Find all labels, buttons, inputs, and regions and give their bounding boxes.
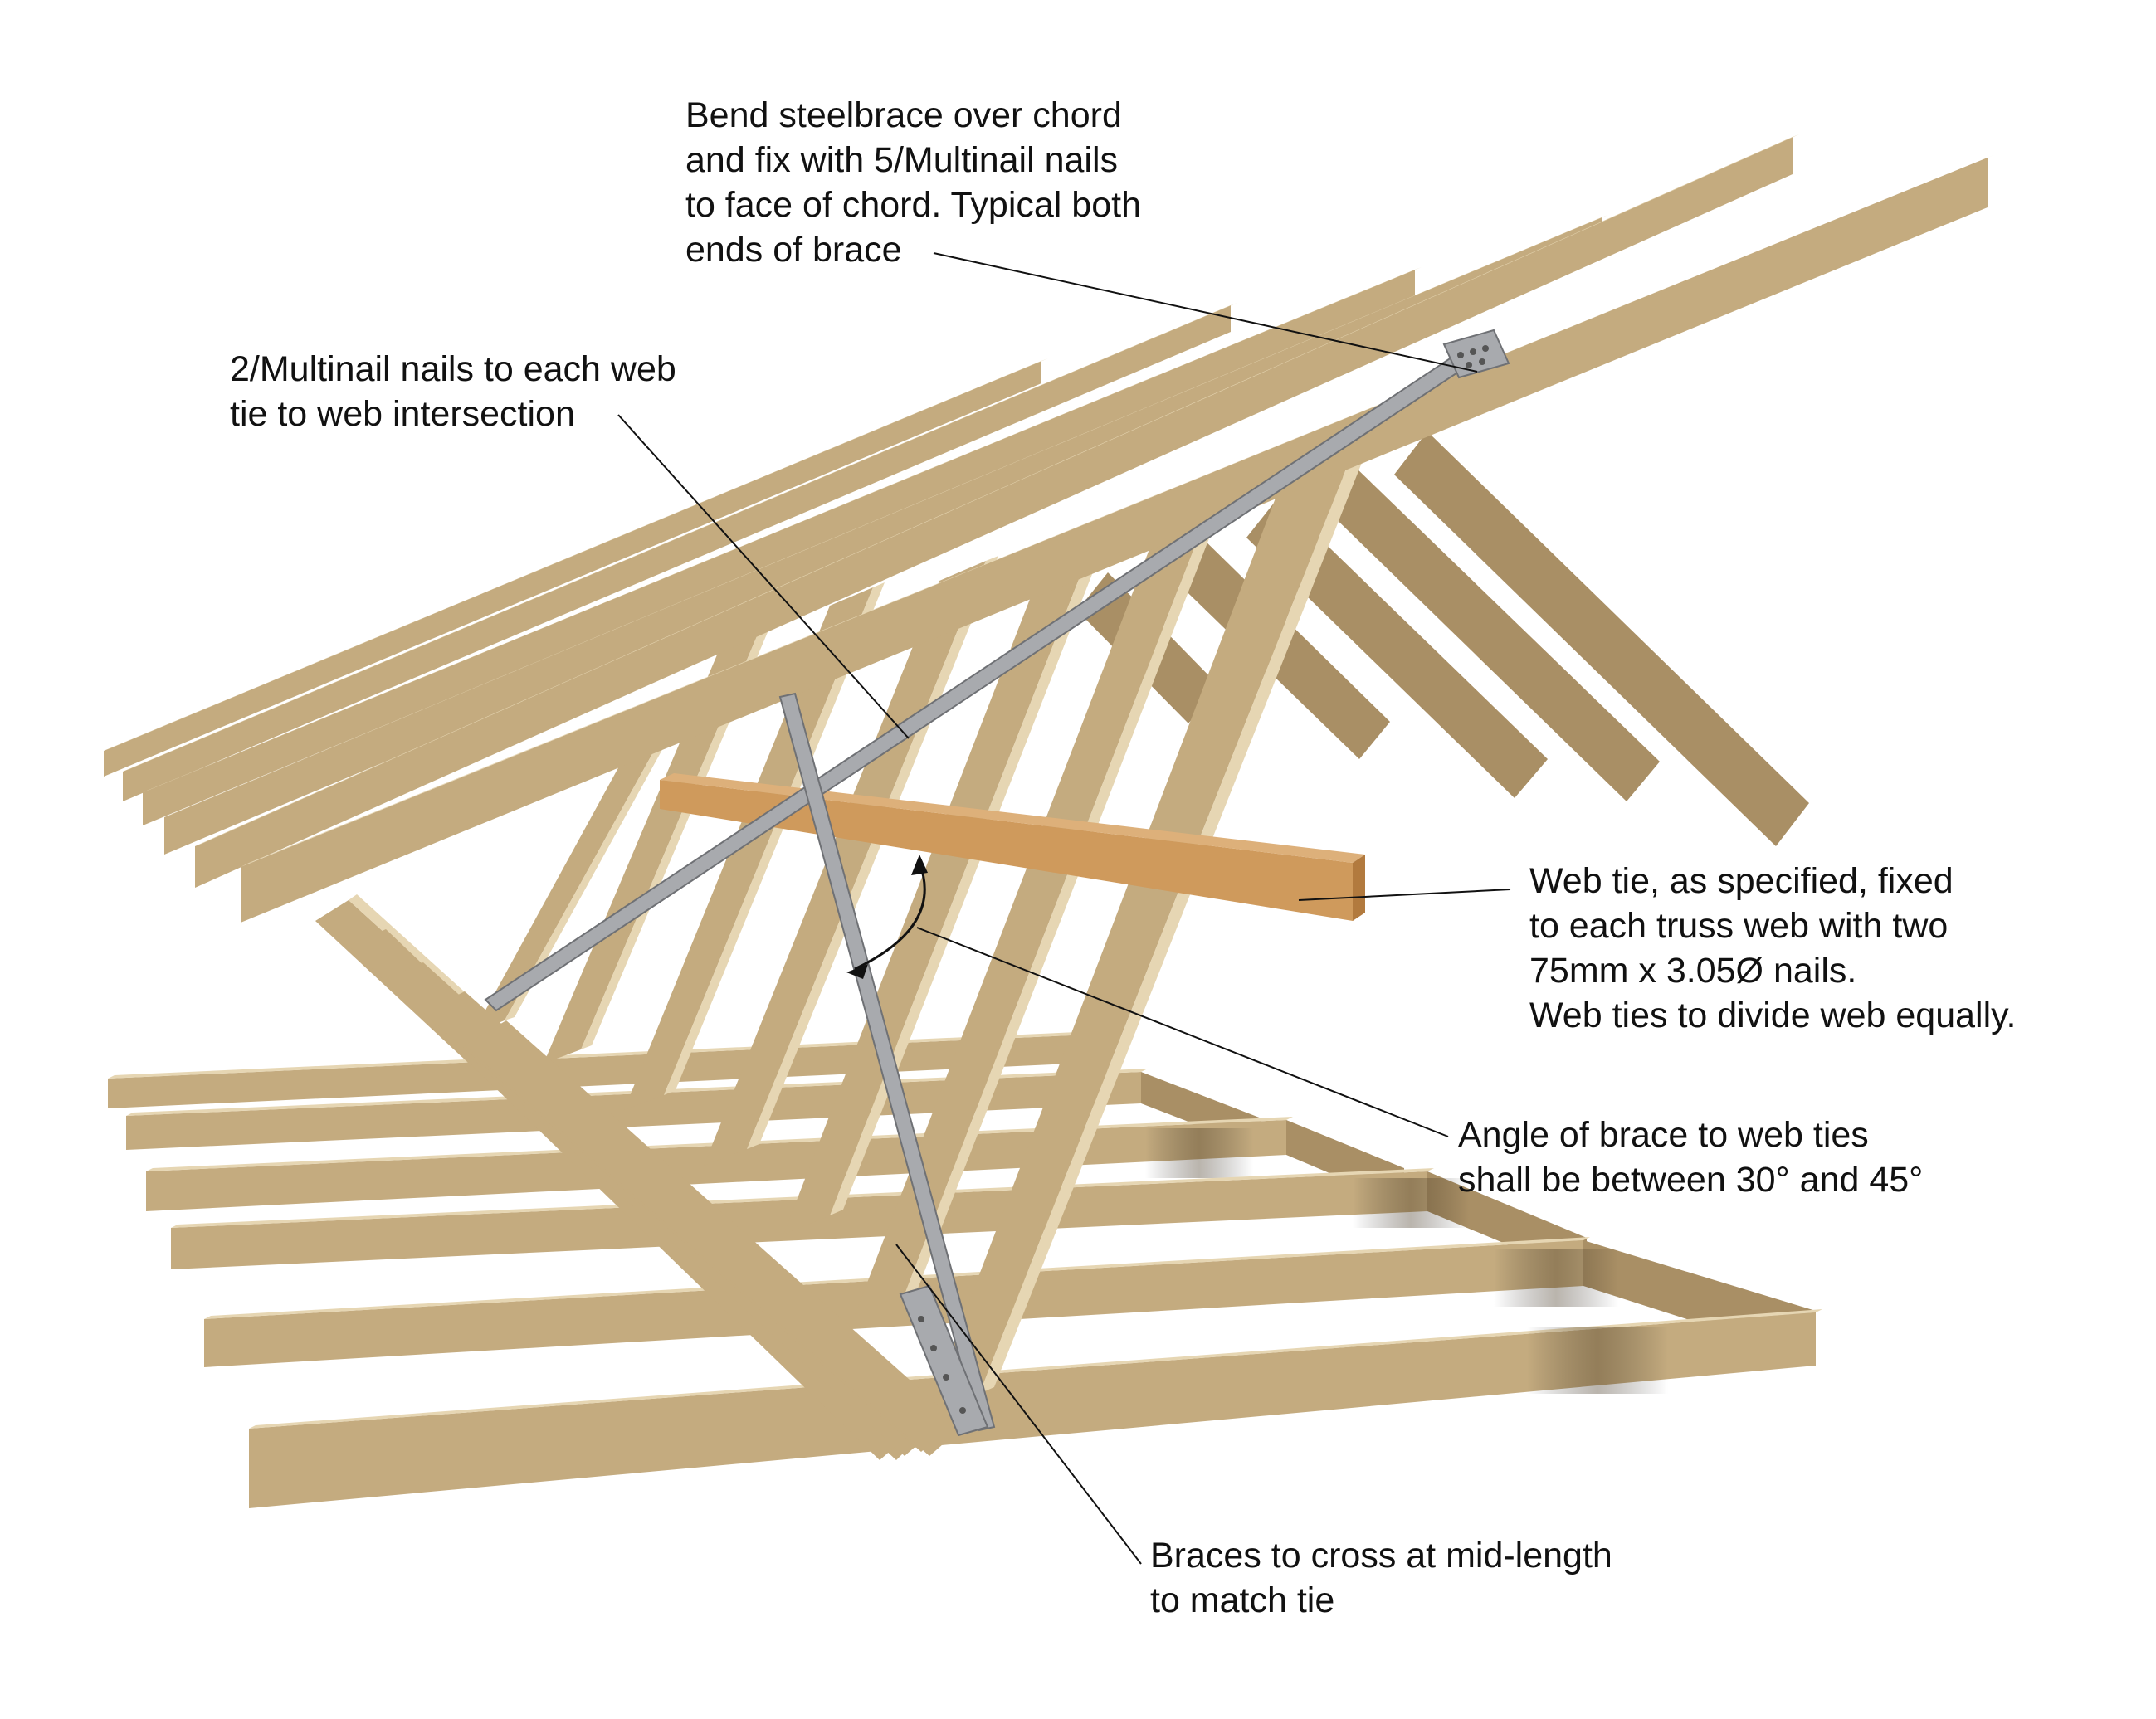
leader-line	[916, 927, 1449, 1137]
web-intersection-nails-callout: 2/Multinail nails to each web tie to web…	[230, 349, 676, 434]
truss-web	[921, 427, 1376, 1427]
leader-line	[933, 252, 1478, 373]
bottom-chord	[108, 1032, 1077, 1108]
top-chord	[104, 358, 1048, 777]
braces-cross-callout: Braces to cross at mid-length to match t…	[1150, 1536, 1612, 1620]
truss-web	[855, 498, 1225, 1315]
brace-angle-callout: Angle of brace to web ties shall be betw…	[1458, 1115, 1924, 1200]
steel-braces	[484, 329, 1510, 1437]
rear-truss-members	[1077, 431, 1809, 846]
angle-indicator	[846, 855, 928, 979]
web-tie	[660, 773, 1365, 921]
steel-brace	[778, 692, 996, 1437]
leader-line	[1298, 889, 1511, 901]
leader-line	[617, 414, 910, 739]
truss-web	[544, 626, 770, 1064]
truss-web	[624, 582, 885, 1110]
top-chord	[195, 134, 1799, 888]
top-chords	[104, 134, 1996, 923]
web-tie-callout: Web tie, as specified, fixed to each tru…	[1529, 861, 2017, 1035]
steel-brace	[484, 329, 1510, 1012]
top-chord	[123, 303, 1237, 801]
bottom-chord	[249, 1309, 1822, 1508]
truss-web	[783, 528, 1110, 1234]
leader-lines	[617, 252, 1511, 1565]
top-chord	[241, 154, 1996, 923]
top-chord	[143, 267, 1422, 825]
truss-web	[473, 747, 664, 1033]
truss-webs	[473, 427, 1376, 1427]
top-chord	[164, 215, 1608, 855]
front-truss-chord	[315, 894, 963, 1460]
leader-line	[895, 1244, 1142, 1565]
steelbrace-ends-callout: Bend steelbrace over chord and fix with …	[685, 95, 1141, 270]
